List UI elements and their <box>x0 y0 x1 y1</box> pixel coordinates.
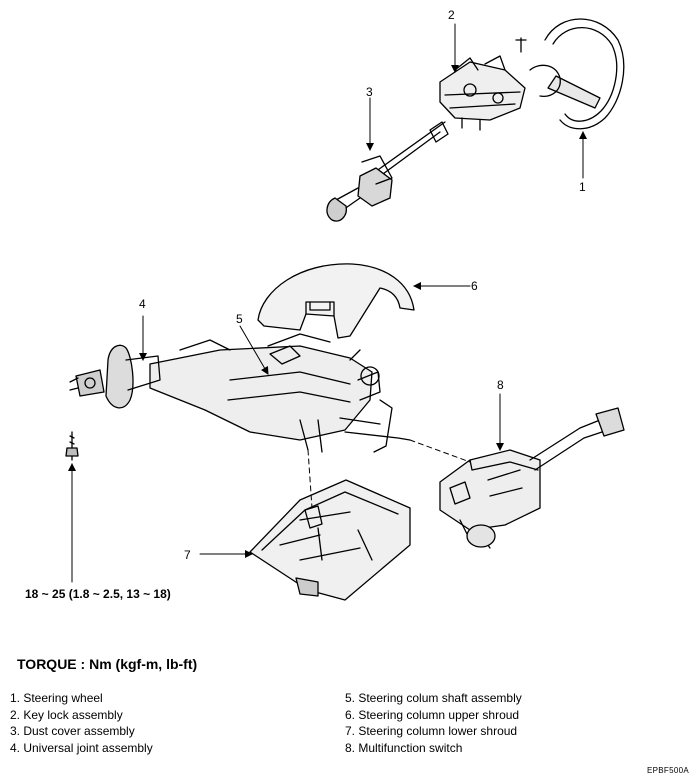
callout-1: 1 <box>579 180 586 194</box>
bolt <box>65 431 79 461</box>
callout-4: 4 <box>139 297 146 311</box>
legend-item: 2. Key lock assembly <box>10 707 123 722</box>
callout-6: 6 <box>471 279 478 293</box>
legend-item: 7. Steering column lower shroud <box>345 724 518 738</box>
legend-item: 3. Dust cover assembly <box>10 724 135 738</box>
steering-wheel <box>515 18 625 130</box>
legend-right: 5. Steering colum shaft assembly 6. Stee… <box>345 690 522 756</box>
intermediate-shaft <box>326 121 449 222</box>
key-lock-assembly <box>439 55 526 131</box>
torque-heading: TORQUE : Nm (kgf-m, lb-ft) <box>17 656 198 672</box>
legend-item: 4. Universal joint assembly <box>10 740 153 755</box>
steering-column-shaft <box>149 333 411 453</box>
legend-item: 1. Steering wheel <box>10 691 103 705</box>
universal-joint <box>69 344 161 409</box>
multifunction-switch <box>439 407 625 549</box>
callout-7: 7 <box>184 548 191 562</box>
legend-left: 1. Steering wheel 2. Key lock assembly 3… <box>10 690 153 756</box>
legend-item: 5. Steering colum shaft assembly <box>345 691 522 705</box>
callout-3: 3 <box>366 85 373 99</box>
torque-spec: 18 ~ 25 (1.8 ~ 2.5, 13 ~ 18) <box>25 587 171 601</box>
figure-code: EPBF500A <box>647 766 689 775</box>
callout-2: 2 <box>448 8 455 22</box>
legend-item: 6. Steering column upper shroud <box>345 707 520 722</box>
alignment-lines <box>307 439 471 509</box>
lower-shroud <box>249 479 411 601</box>
leader-lines <box>68 23 587 583</box>
upper-shroud <box>257 263 415 339</box>
legend-item: 8. Multifunction switch <box>345 740 463 755</box>
callout-8: 8 <box>497 378 504 392</box>
callout-5: 5 <box>236 312 243 326</box>
